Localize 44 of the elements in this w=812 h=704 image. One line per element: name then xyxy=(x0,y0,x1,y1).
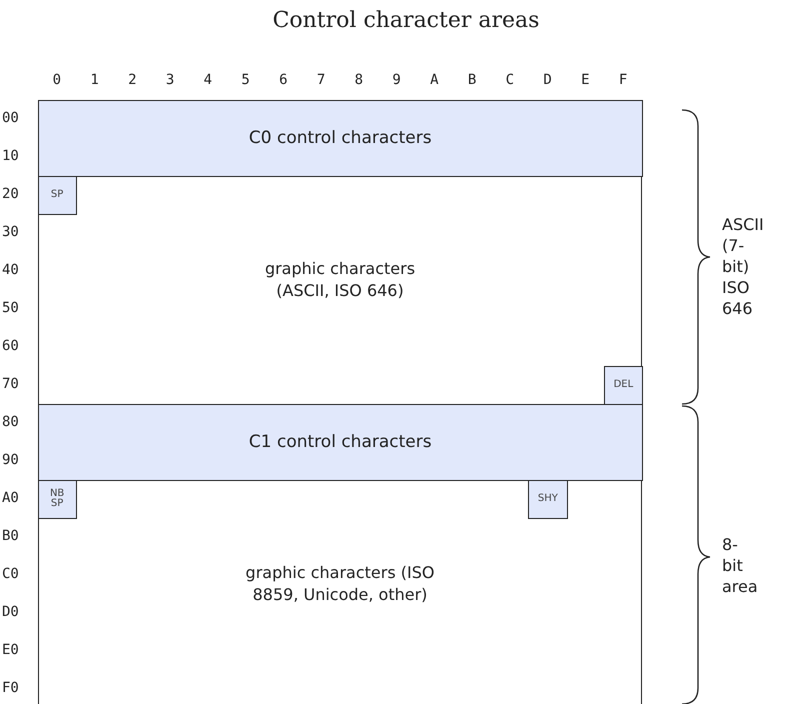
brace-label: ASCII (7-bit) ISO 646 xyxy=(722,214,764,319)
row-header: F0 xyxy=(2,680,20,696)
row-header: E0 xyxy=(2,642,20,658)
column-header: E xyxy=(580,72,591,88)
column-header: 0 xyxy=(52,72,62,88)
control-band: C1 control characters xyxy=(38,404,643,481)
row-header: C0 xyxy=(2,566,20,582)
code-cell: SHY xyxy=(528,480,568,519)
code-table xyxy=(38,100,642,704)
row-header: 80 xyxy=(2,414,20,430)
code-cell: DEL xyxy=(604,366,643,405)
column-header: 2 xyxy=(127,72,138,88)
row-header: 70 xyxy=(2,376,20,392)
row-header: A0 xyxy=(2,490,20,506)
column-header: 1 xyxy=(89,72,100,88)
row-header: 30 xyxy=(2,224,20,240)
row-header: 00 xyxy=(2,110,20,126)
code-cell: SP xyxy=(38,176,77,215)
control-band: C0 control characters xyxy=(38,100,643,177)
diagram-title: Control character areas xyxy=(272,8,540,33)
column-header: 9 xyxy=(391,72,402,88)
region-label: graphic characters (ASCII, ISO 646) xyxy=(264,258,416,302)
row-header: 20 xyxy=(2,186,20,202)
row-header: 40 xyxy=(2,262,20,278)
code-cell: NB SP xyxy=(38,480,77,519)
column-header: 3 xyxy=(164,72,176,88)
column-header: 6 xyxy=(278,72,289,88)
column-header: F xyxy=(618,72,628,88)
row-header: D0 xyxy=(2,604,20,620)
column-header: B xyxy=(466,72,478,88)
row-header: B0 xyxy=(2,528,20,544)
column-header: 5 xyxy=(240,72,251,88)
row-header: 10 xyxy=(2,148,20,164)
brace-label: 8-bit area xyxy=(722,534,758,597)
column-header: A xyxy=(429,72,440,88)
column-header: 4 xyxy=(202,72,214,88)
region-label: graphic characters (ISO 8859, Unicode, other) xyxy=(244,562,436,606)
column-header: 7 xyxy=(316,72,326,88)
row-header: 90 xyxy=(2,452,20,468)
row-header: 50 xyxy=(2,300,20,316)
column-header: 8 xyxy=(354,72,364,88)
column-header: D xyxy=(542,72,553,88)
row-header: 60 xyxy=(2,338,20,354)
column-header: C xyxy=(504,72,516,88)
